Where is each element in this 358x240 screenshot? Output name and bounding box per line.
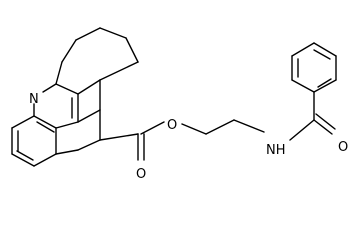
bond: [315, 113, 336, 130]
bond: [61, 39, 77, 63]
bond: [317, 78, 332, 88]
bond: [291, 79, 315, 93]
atom-n-ring: N: [29, 92, 39, 107]
bond: [33, 153, 57, 167]
pyridine-ring: [33, 83, 79, 129]
ester-group: [99, 119, 265, 161]
bond: [42, 83, 57, 93]
bond: [205, 119, 235, 135]
bond: [181, 123, 207, 135]
bond: [233, 119, 265, 133]
bond: [313, 119, 333, 135]
benzo-ring: [11, 115, 57, 167]
bond: [289, 119, 315, 141]
bond: [11, 115, 35, 129]
atom-o-ester-carbonyl: O: [136, 167, 146, 182]
central-ring: [55, 79, 101, 155]
bond: [55, 61, 63, 85]
bond: [99, 61, 139, 81]
bond: [99, 133, 139, 141]
molecule-structure: N O O NH O: [11, 27, 348, 182]
bond: [75, 27, 101, 41]
cycloheptane-ring: [55, 27, 139, 95]
bond: [55, 149, 79, 155]
atom-o-ester-link: O: [167, 118, 177, 133]
bond: [140, 121, 165, 135]
bond: [99, 27, 127, 39]
bond: [11, 153, 35, 167]
bond: [313, 79, 337, 93]
bond: [291, 42, 315, 57]
bond: [77, 139, 101, 151]
bond: [55, 83, 79, 95]
atom-n-amide: NH: [266, 143, 286, 158]
benzamide-group: [289, 42, 337, 141]
bond: [16, 150, 34, 161]
bond: [125, 37, 139, 63]
atom-o-amide: O: [338, 140, 348, 155]
bond: [36, 121, 55, 133]
bond: [77, 79, 101, 95]
bond: [313, 42, 337, 57]
bond: [313, 49, 331, 60]
bond: [55, 121, 79, 129]
bond: [77, 109, 101, 123]
bond: [33, 115, 57, 129]
